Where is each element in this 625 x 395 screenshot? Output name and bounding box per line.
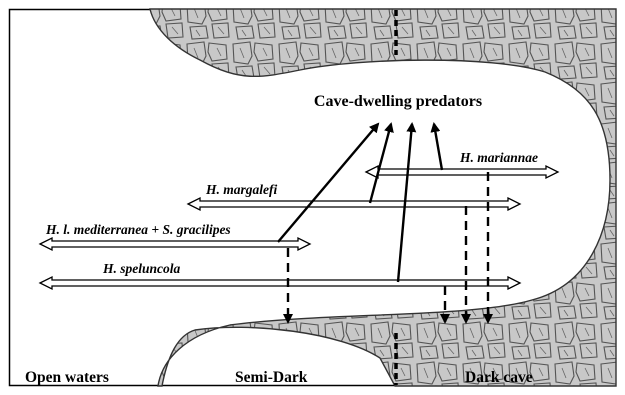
species-label-mariannae: H. mariannae [459, 150, 538, 165]
zone-semi-dark: Semi-Dark [235, 369, 308, 386]
title-label: Cave-dwelling predators [314, 93, 482, 110]
species-label-mediterranea: H. l. mediterranea + S. gracilipes [45, 222, 231, 237]
zone-dark-cave: Dark cave [465, 369, 533, 386]
species-label-margalefi: H. margalefi [205, 182, 277, 197]
species-label-speluncola: H. speluncola [102, 261, 181, 276]
zone-open-waters: Open waters [25, 369, 109, 386]
